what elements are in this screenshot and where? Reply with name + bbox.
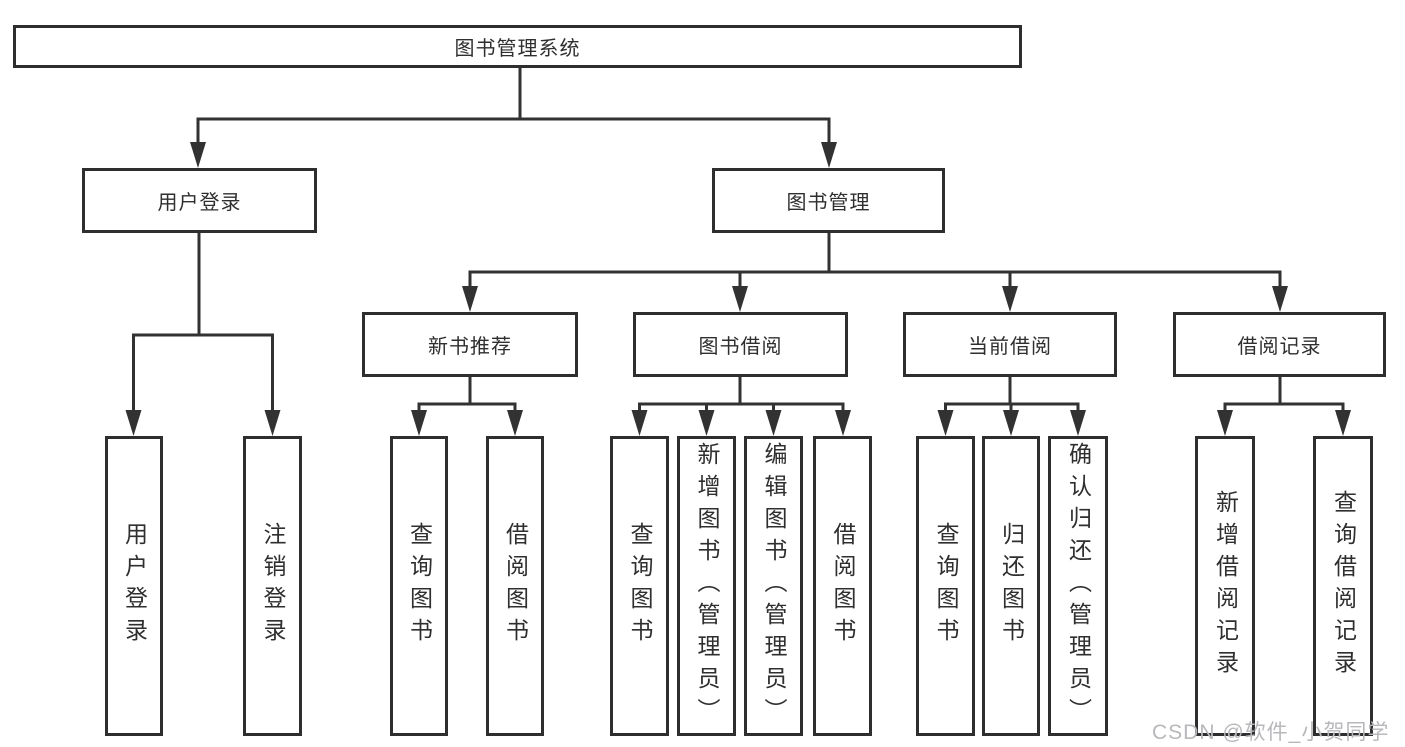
- leaf-add-books-admin: 新增图书（管理员）: [677, 436, 736, 736]
- node-label: 查询图书: [406, 522, 433, 650]
- node-label: 图书管理系统: [454, 38, 581, 60]
- node-label: 查询图书: [627, 522, 653, 650]
- leaf-borrow-books: 借阅图书: [486, 436, 544, 736]
- node-book-management: 图书管理: [712, 168, 945, 233]
- node-label: 用户登录: [121, 522, 148, 650]
- node-label: 图书借阅: [698, 336, 783, 358]
- arrowhead-leaf-confirm-return-admin: [1070, 410, 1086, 436]
- node-label: 借阅图书: [830, 522, 856, 650]
- leaf-add-borrow-record: 新增借阅记录: [1195, 436, 1255, 736]
- leaf-user-login: 用户登录: [105, 436, 163, 736]
- node-label: 查询图书: [933, 522, 959, 650]
- watermark-text: CSDN @软件_小贺同学: [1152, 721, 1390, 744]
- node-new-book-recommendation: 新书推荐: [362, 312, 578, 377]
- leaf-edit-books-admin: 编辑图书（管理员）: [744, 436, 803, 736]
- node-label: 确认归还（管理员）: [1065, 442, 1092, 730]
- arrowhead-leaf-logout: [264, 410, 281, 436]
- arrowhead-borrowing-records: [1272, 286, 1288, 312]
- arrowhead-leaf-return-books: [1003, 410, 1019, 436]
- connector-borrowing-records-children: [1223, 377, 1345, 412]
- node-label: 编辑图书（管理员）: [761, 442, 787, 730]
- leaf-query-books: 查询图书: [916, 436, 975, 736]
- arrowhead-leaf-add-borrow-record: [1217, 410, 1233, 436]
- arrowhead-leaf-borrow-books: [507, 410, 523, 436]
- arrowhead-current-borrowing: [1002, 286, 1018, 312]
- node-book-borrowing: 图书借阅: [633, 312, 848, 377]
- node-label: 借阅图书: [502, 522, 529, 650]
- node-user-login: 用户登录: [82, 168, 317, 233]
- node-label: 图书管理: [786, 192, 871, 214]
- node-current-borrowing: 当前借阅: [903, 312, 1117, 377]
- arrowhead-leaf-user-login: [125, 410, 142, 436]
- connector-user-login-children: [132, 233, 274, 412]
- node-label: 当前借阅: [968, 336, 1052, 358]
- arrowhead-leaf-edit-books-admin: [765, 410, 782, 436]
- node-label: 注销登录: [260, 522, 286, 650]
- node-label: 查询借阅记录: [1330, 490, 1357, 682]
- arrowhead-user-login: [190, 142, 206, 168]
- leaf-query-books: 查询图书: [610, 436, 669, 736]
- arrowhead-leaf-borrow-books: [835, 410, 851, 436]
- arrowhead-new-book-recommendation: [462, 286, 478, 312]
- node-label: 新增借阅记录: [1212, 490, 1239, 682]
- arrowhead-leaf-query-books: [411, 410, 427, 436]
- leaf-return-books: 归还图书: [982, 436, 1040, 736]
- connector-book-management-children: [468, 233, 1282, 288]
- arrowhead-leaf-query-borrow-record: [1335, 410, 1351, 436]
- node-label: 新增图书（管理员）: [694, 442, 720, 730]
- arrowhead-book-borrowing: [732, 286, 748, 312]
- leaf-query-borrow-record: 查询借阅记录: [1313, 436, 1373, 736]
- arrowhead-leaf-query-books: [937, 410, 954, 436]
- node-label: 归还图书: [998, 522, 1025, 650]
- node-borrowing-records: 借阅记录: [1173, 312, 1386, 377]
- arrowhead-leaf-query-books: [631, 410, 648, 436]
- connector-current-borrowing-children: [944, 377, 1080, 412]
- connector-book-borrowing-children: [638, 377, 845, 412]
- leaf-confirm-return-admin: 确认归还（管理员）: [1048, 436, 1108, 736]
- node-label: 借阅记录: [1237, 336, 1322, 358]
- node-library-management-system: 图书管理系统: [13, 25, 1022, 68]
- node-label: 新书推荐: [428, 336, 512, 358]
- arrowhead-leaf-add-books-admin: [698, 410, 715, 436]
- leaf-borrow-books: 借阅图书: [813, 436, 872, 736]
- arrowhead-book-management: [821, 142, 837, 168]
- leaf-logout: 注销登录: [243, 436, 302, 736]
- leaf-query-books: 查询图书: [390, 436, 448, 736]
- connector-root-to-level2: [196, 68, 831, 144]
- connector-new-book-recommendation-children: [417, 377, 517, 412]
- node-label: 用户登录: [157, 192, 242, 214]
